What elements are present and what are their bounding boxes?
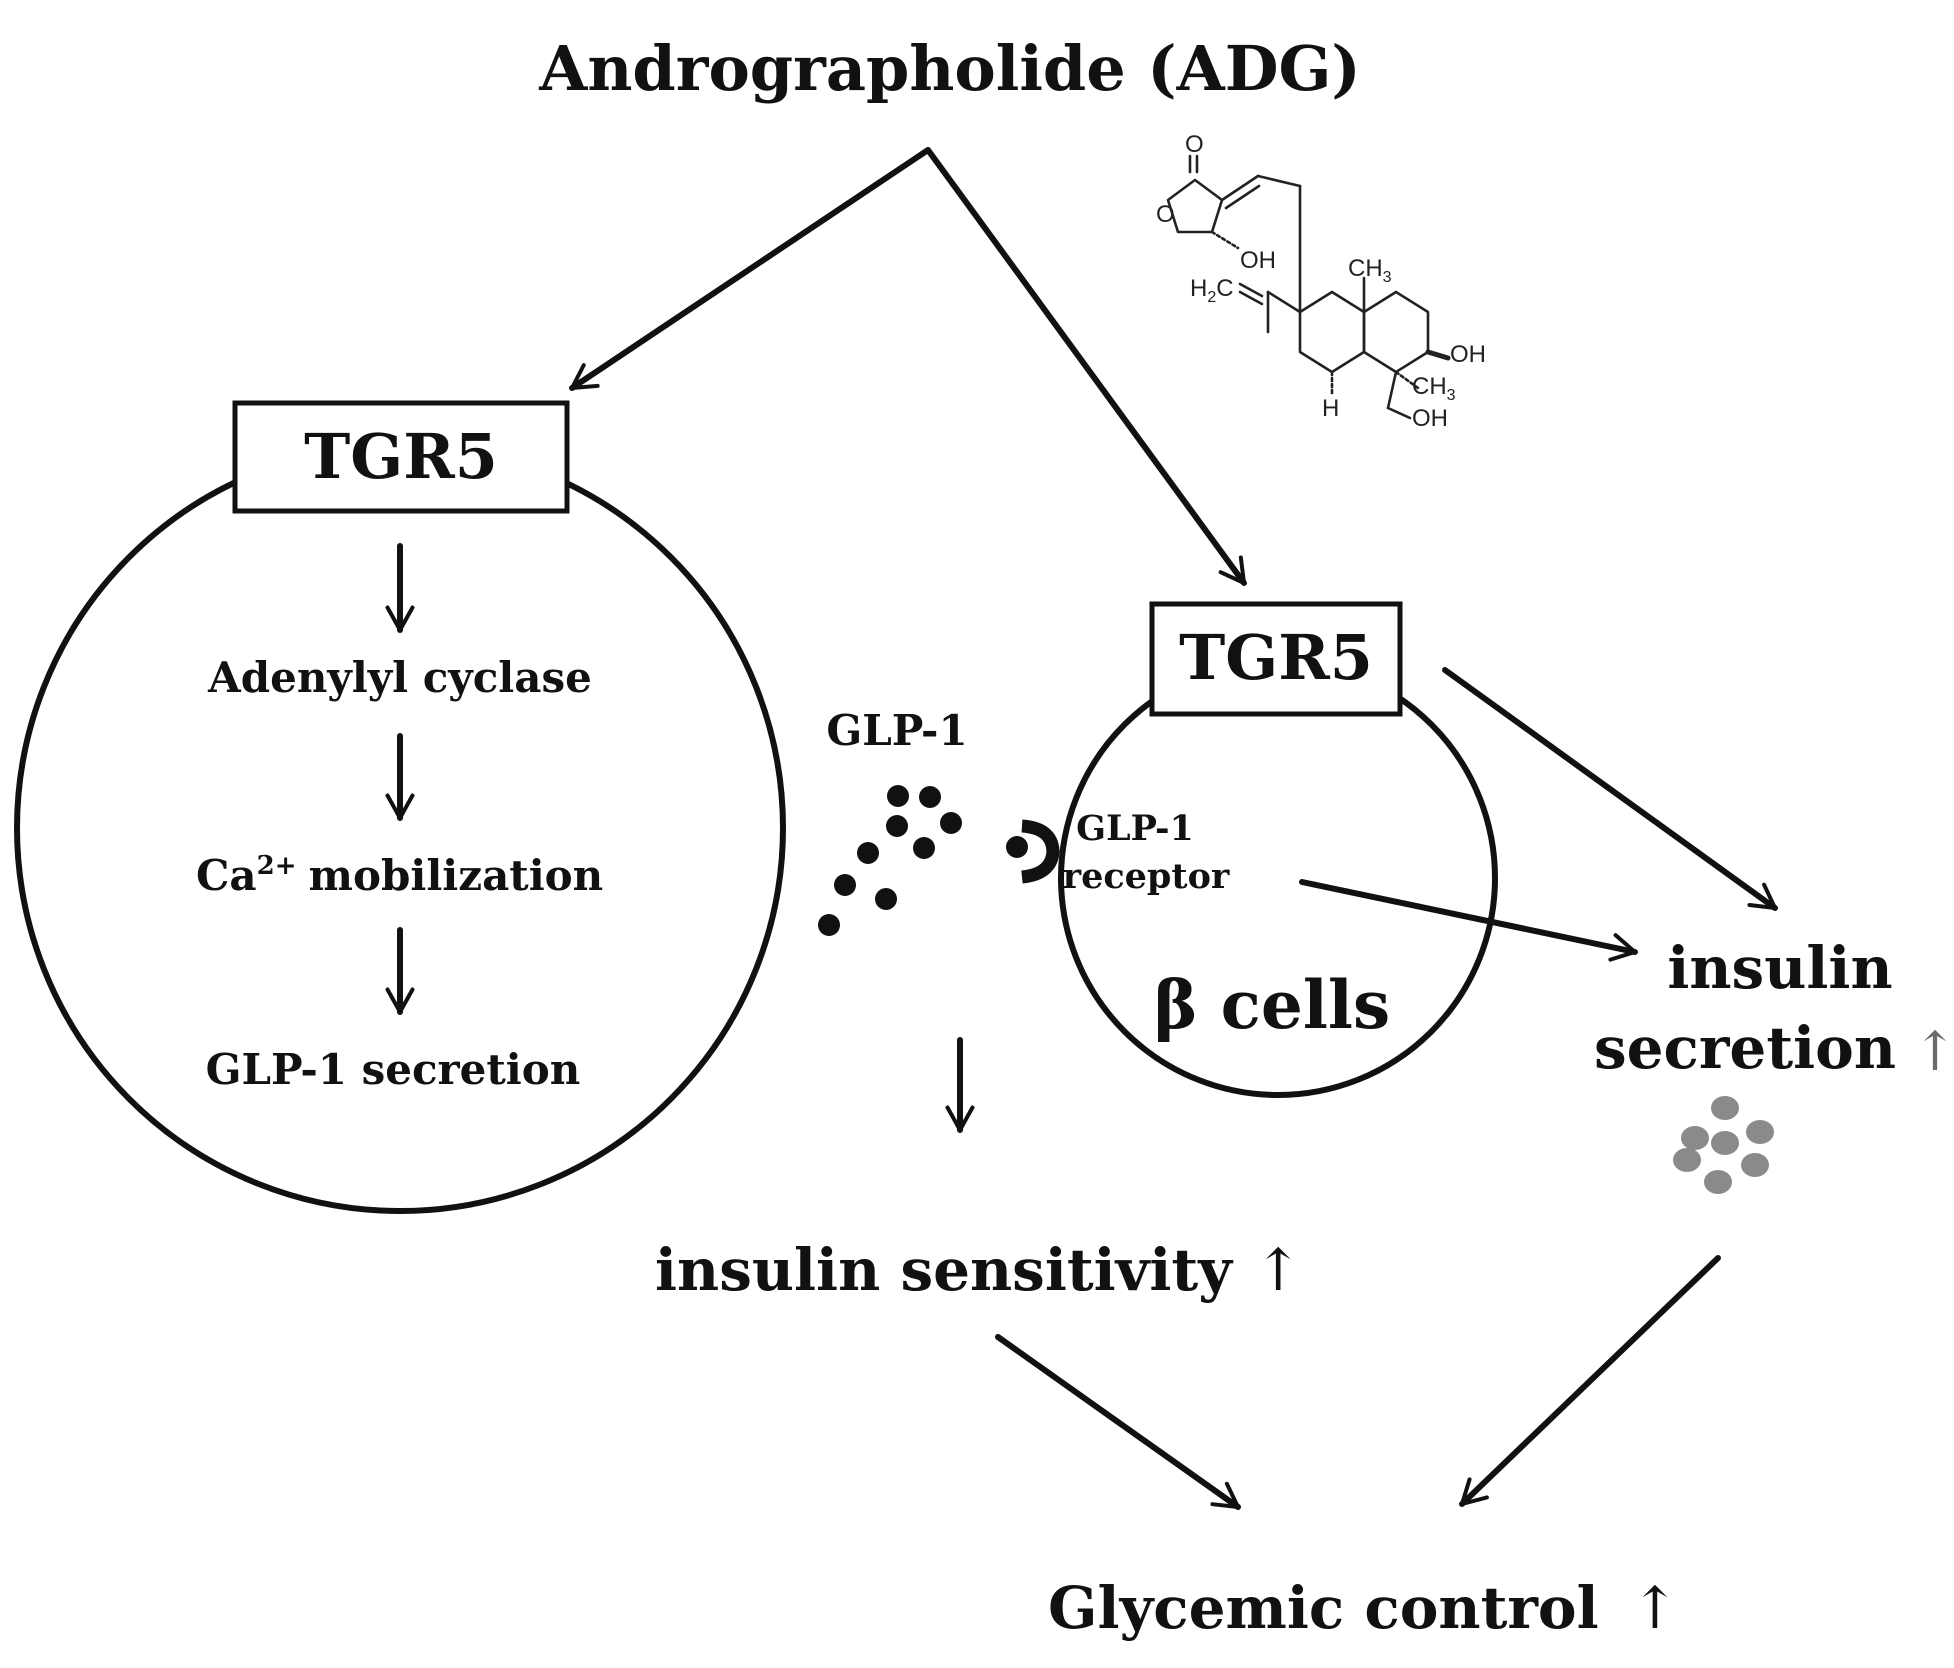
atom-carbonyl-o: O [1185, 131, 1204, 158]
glp1-receptor-label-line1: GLP-1 [1076, 808, 1194, 849]
glp1-label: GLP-1 [826, 706, 967, 755]
glycemic-control-label: Glycemic control ↑ [1048, 1574, 1679, 1642]
insulin-granule [1711, 1096, 1739, 1120]
insulin-granule [1673, 1148, 1701, 1172]
glp1-particles [818, 785, 1028, 936]
glp1-particle-bound [1006, 836, 1028, 858]
glp1-particle [818, 914, 840, 936]
atom-oh-bottom: OH [1412, 405, 1448, 432]
arrow-secretion-to-glycemic [1459, 1255, 1721, 1507]
glp1-receptor-cup [1021, 819, 1060, 884]
step-glp1-secretion: GLP-1 secretion [206, 1045, 581, 1094]
calcium-ion: Ca [196, 851, 257, 900]
insulin-secretion-line1: insulin [1667, 934, 1892, 1002]
glp1-particle [887, 785, 909, 807]
insulin-sensitivity-up-arrow: ↑ [1254, 1236, 1303, 1304]
calcium-charge: 2+ [257, 851, 297, 881]
beta-tgr5-label: TGR5 [1179, 621, 1373, 694]
insulin-granules [1673, 1096, 1774, 1194]
step-calcium-mobilization: Ca2+ mobilization [196, 851, 603, 900]
andrographolide-structure [1166, 154, 1451, 420]
insulin-granule [1704, 1170, 1732, 1194]
insulin-granule [1681, 1126, 1709, 1150]
arrow-sensitivity-to-glycemic [995, 1334, 1241, 1510]
insulin-granule [1741, 1153, 1769, 1177]
arrow-beta-tgr5-to-insulin-secretion [1442, 667, 1778, 911]
atom-oh-top: OH [1240, 247, 1276, 274]
atom-ch3-top: CH3 [1348, 255, 1392, 286]
atom-oh-right: OH [1450, 341, 1486, 368]
arrow-adg-to-beta-tgr5 [925, 147, 1247, 586]
left-tgr5-label: TGR5 [304, 420, 498, 493]
glp1-particle [857, 842, 879, 864]
glycemic-control-up-arrow: ↑ [1631, 1574, 1680, 1642]
diagram-title: Andrographolide (ADG) [538, 32, 1361, 105]
insulin-sensitivity-text: insulin sensitivity [655, 1236, 1234, 1304]
glp1-particle [940, 812, 962, 834]
atom-h2c: H2C [1190, 275, 1234, 306]
glp1-particle [886, 815, 908, 837]
mobilization-text: mobilization [309, 851, 604, 900]
glycemic-control-text: Glycemic control [1048, 1574, 1599, 1642]
glp1-receptor-label-line2: receptor [1063, 856, 1230, 897]
step-adenylyl-cyclase: Adenylyl cyclase [207, 653, 592, 702]
insulin-secretion-line2: secretion [1594, 1014, 1896, 1082]
glp1-particle [913, 837, 935, 859]
andrographolide-atom-labels: O O OH CH3 H2C OH H CH3 OH [1156, 131, 1486, 432]
atom-ch3-bottom: CH3 [1412, 373, 1456, 404]
insulin-granule [1746, 1120, 1774, 1144]
left-tgr5-box [232, 400, 570, 514]
insulin-granule [1711, 1131, 1739, 1155]
glp1-particle [919, 786, 941, 808]
insulin-secretion-up-arrow: ↑ [1912, 1020, 1954, 1083]
glp1-particle [875, 888, 897, 910]
arrow-glp1-receptor-to-insulin-secretion [1299, 879, 1638, 962]
atom-ring-o: O [1156, 201, 1175, 228]
atom-h-bottom: H [1322, 395, 1339, 422]
insulin-sensitivity-label: insulin sensitivity ↑ [655, 1236, 1303, 1304]
glp1-particle [834, 874, 856, 896]
arrow-adg-to-left-tgr5 [569, 147, 931, 391]
beta-tgr5-box [1149, 601, 1403, 717]
beta-cells-label: β cells [1154, 966, 1390, 1044]
